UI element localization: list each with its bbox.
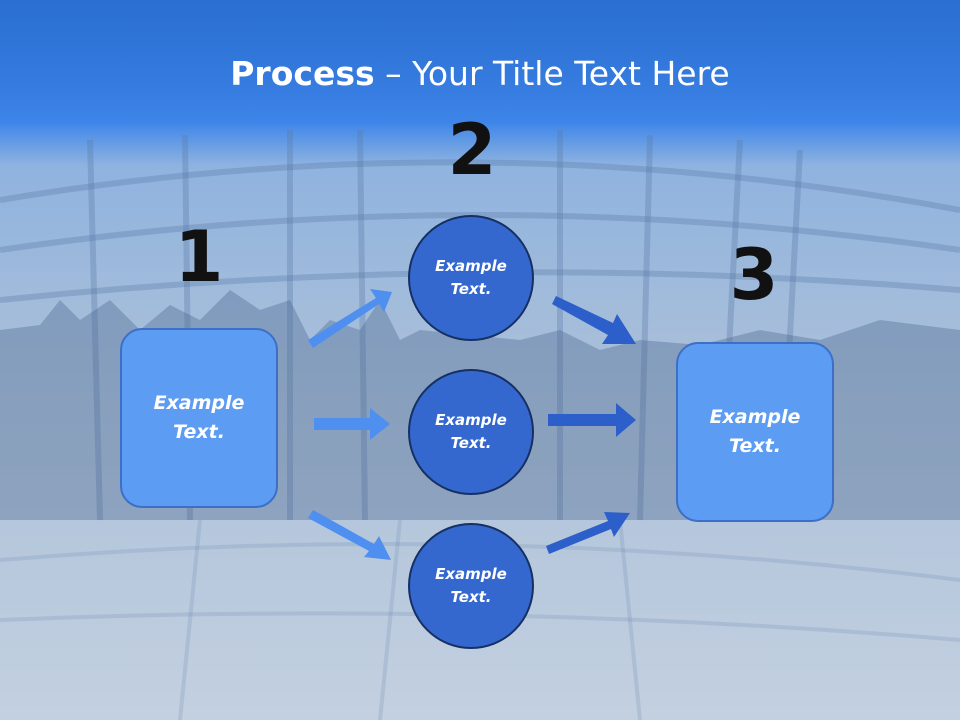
step-box-3-text: Example Text.: [709, 406, 801, 457]
arrow-box1-to-circle-middle: [314, 408, 390, 440]
step-box-1-text: Example Text.: [153, 392, 245, 443]
slide-title: Process – Your Title Text Here: [0, 52, 960, 96]
circle-middle: Example Text.: [408, 369, 534, 495]
title-bold: Process: [230, 54, 375, 93]
step-number-1: 1: [174, 216, 224, 298]
arrows-from-box-1: [308, 289, 392, 560]
arrow-circle-top-to-box3: [552, 296, 636, 344]
title-rest: – Your Title Text Here: [374, 54, 730, 93]
arrow-box1-to-circle-top: [308, 289, 392, 348]
step-box-1: Example Text.: [120, 328, 278, 508]
arrow-circle-middle-to-box3: [548, 403, 636, 437]
step-number-3: 3: [729, 234, 779, 316]
arrows-to-box-3: [546, 296, 636, 554]
step-box-3: Example Text.: [676, 342, 834, 522]
circle-middle-text: Example Text.: [435, 411, 507, 452]
arrow-circle-bottom-to-box3: [546, 512, 630, 554]
circle-bottom: Example Text.: [408, 523, 534, 649]
step-number-2: 2: [447, 109, 497, 191]
circle-bottom-text: Example Text.: [435, 565, 507, 606]
circle-top-text: Example Text.: [435, 257, 507, 298]
circle-top: Example Text.: [408, 215, 534, 341]
arrow-box1-to-circle-bottom: [308, 510, 391, 560]
